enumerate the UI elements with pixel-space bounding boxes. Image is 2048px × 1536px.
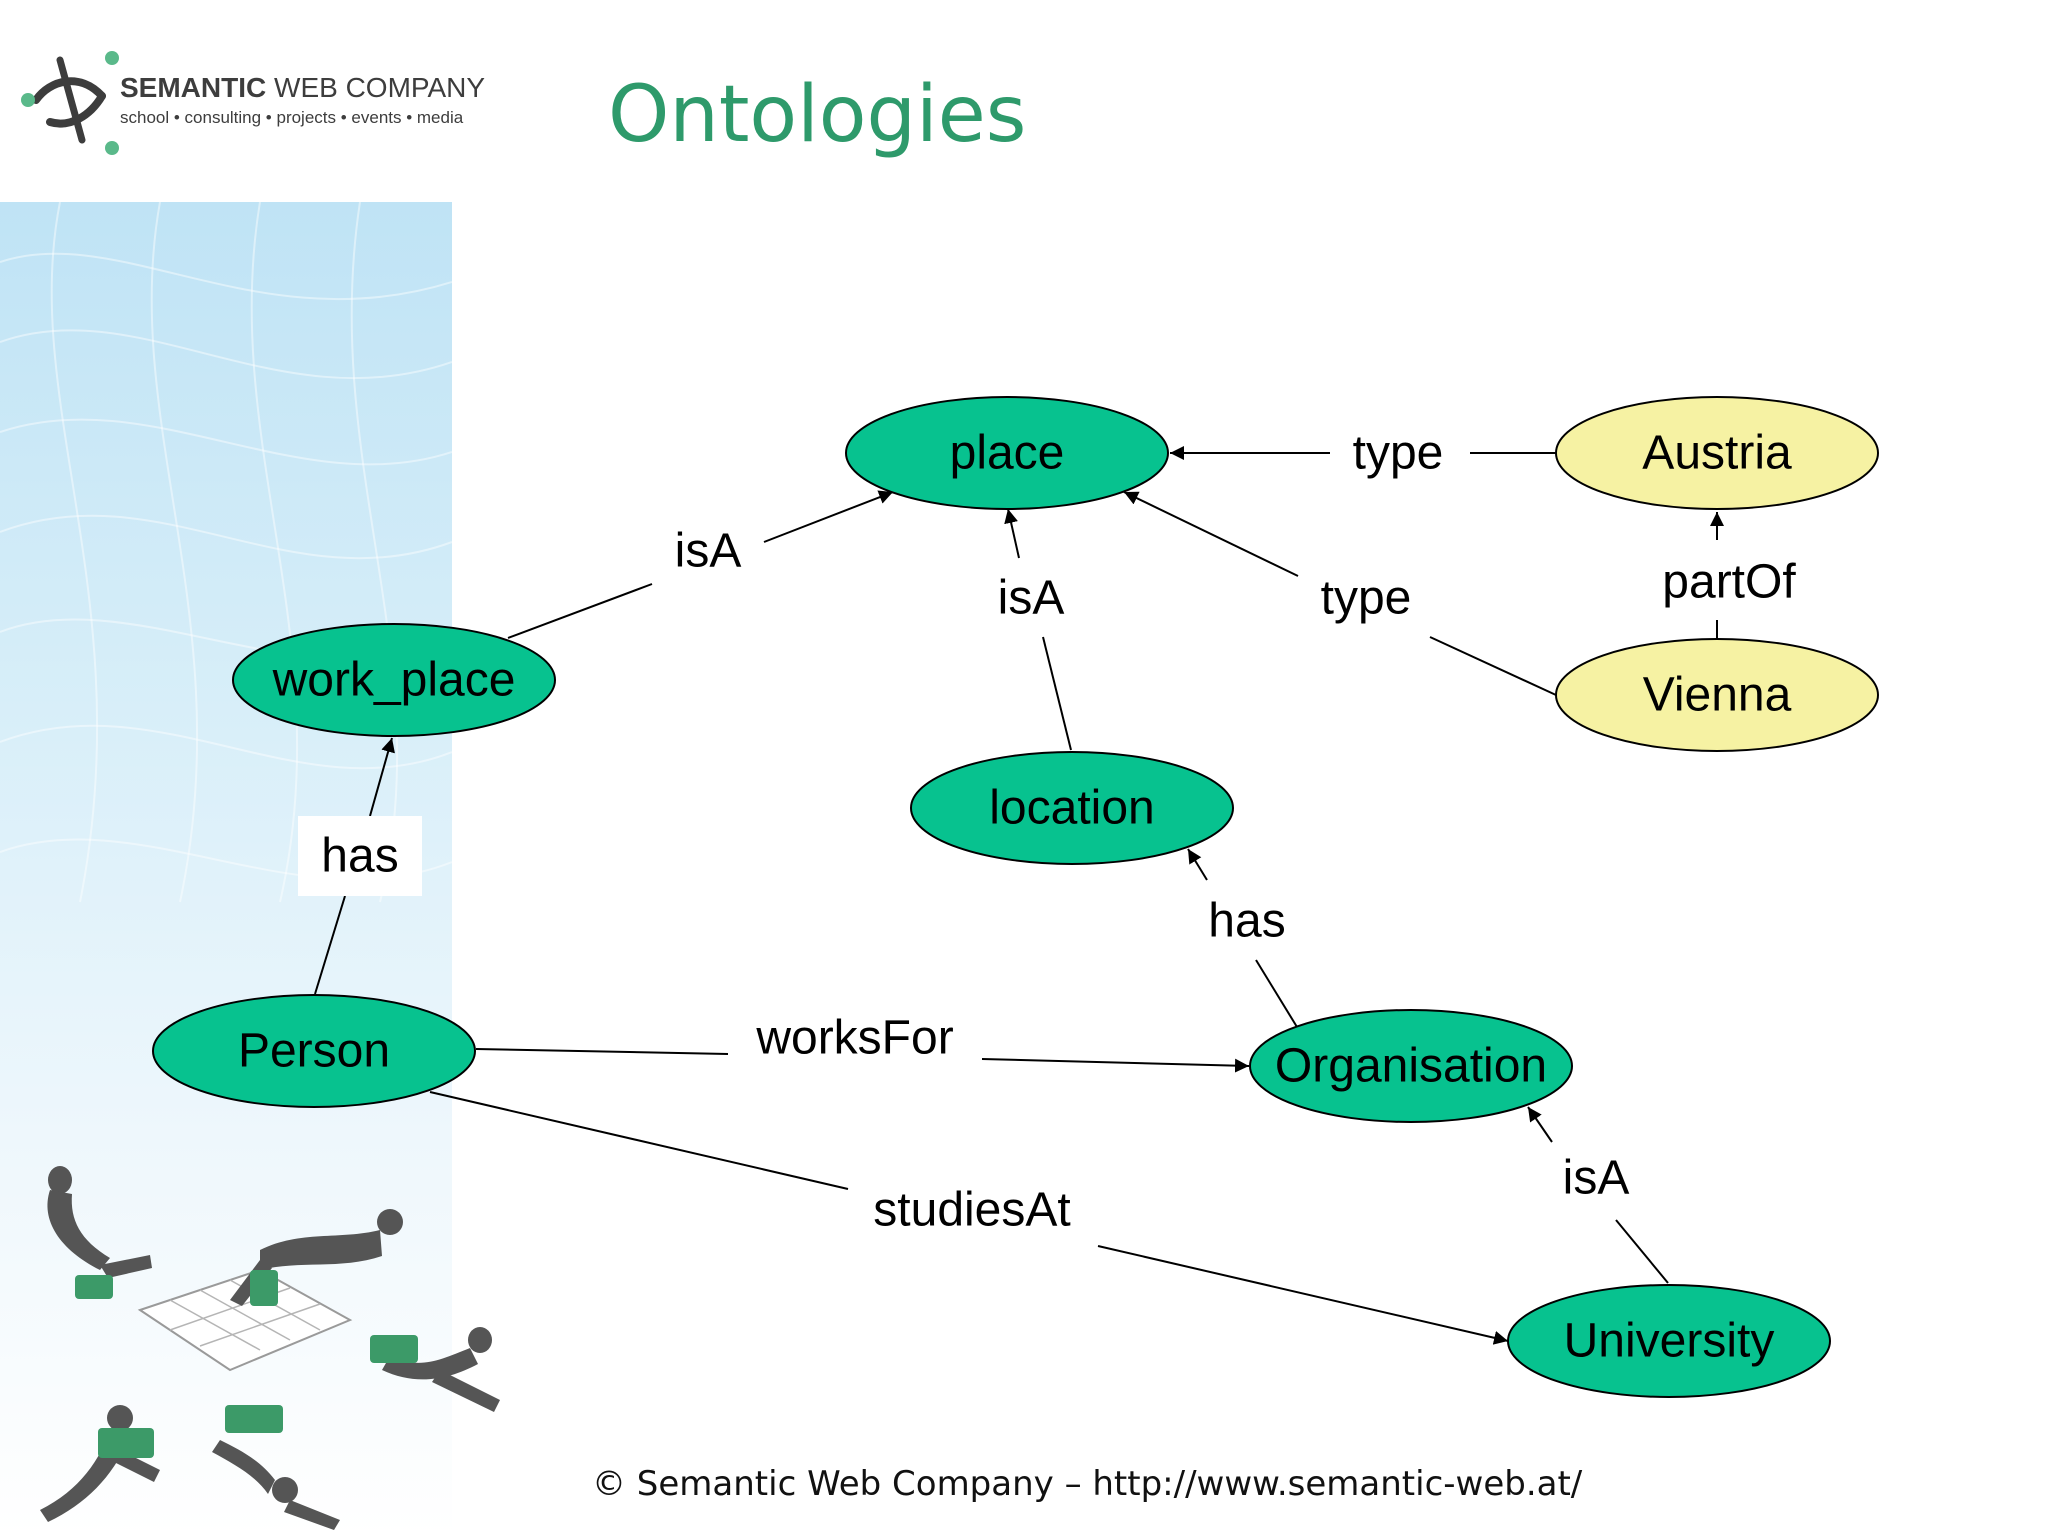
edge-vienna-type-place [1123,491,1557,696]
wave-pattern [0,202,452,903]
edge-label-person-has: has [321,830,398,883]
logo-tagline: school • consulting • projects • events … [120,108,464,127]
footer-copyright: © Semantic Web Company – http://www.sema… [592,1464,1583,1504]
node-location [910,751,1234,865]
puzzle-people-illustration [40,1166,500,1530]
node-label-work-place: work_place [272,654,516,707]
edge-label-worksfor: worksFor [755,1012,953,1065]
edge-label-vienna-type: type [1321,572,1412,625]
edge-label-studiesat: studiesAt [873,1184,1070,1237]
slide-title: Ontologies [608,70,1027,160]
edge-label-austria-type: type [1353,427,1444,480]
node-austria [1555,396,1879,510]
edge-workplace-isa-place [507,490,894,639]
edge-label-location-isa: isA [998,572,1065,625]
logo-mark-icon [21,51,119,155]
node-work-place [232,623,556,737]
edge-univ-isa-org [1527,1106,1669,1284]
node-label-place: place [950,427,1065,480]
edge-person-has-workplace [314,737,395,995]
edge-person-worksfor-org [475,1048,1250,1073]
node-label-austria: Austria [1642,427,1792,480]
logo-company-name: SEMANTIC WEB COMPANY [120,72,486,103]
node-label-university: University [1564,1315,1775,1368]
edge-location-isa-place [1004,508,1072,751]
edge-label-partof: partOf [1662,556,1796,609]
node-vienna [1555,638,1879,752]
node-person [152,994,476,1108]
node-label-vienna: Vienna [1643,669,1792,722]
node-organisation [1249,1009,1573,1123]
edge-label-org-has: has [1208,895,1285,948]
node-label-location: location [989,782,1154,835]
company-logo: SEMANTIC WEB COMPANY school • consulting… [20,44,490,164]
edge-label-univ-isa: isA [1563,1152,1630,1205]
node-label-person: Person [238,1025,390,1078]
edge-org-has-location [1187,848,1298,1028]
edge-label-background [298,816,422,896]
node-label-organisation: Organisation [1275,1040,1547,1093]
node-university [1507,1284,1831,1398]
puzzle-piece-icon [75,1270,418,1458]
edge-person-studiesat-univ [429,1091,1509,1345]
edge-label-workplace-isa: isA [675,525,742,578]
node-place [845,396,1169,510]
